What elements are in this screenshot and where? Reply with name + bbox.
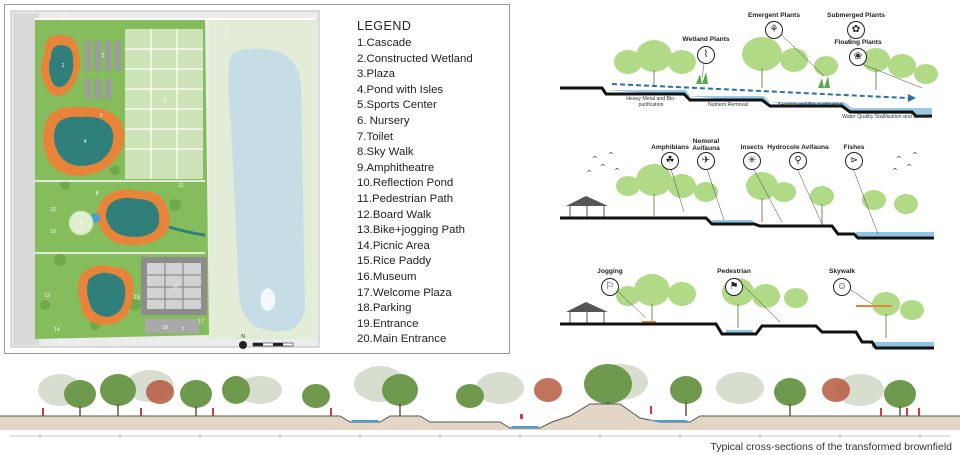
note-water-quality: Water Quality Stablization and Control (842, 114, 930, 120)
habitat-section-drawing (560, 152, 934, 240)
tag-pedestrian: Pedestrian (717, 268, 751, 275)
water-section-drawing (560, 21, 938, 118)
scale-bar (252, 342, 294, 347)
legend-item: 2.Constructed Wetland (357, 52, 473, 65)
museum-building (141, 257, 207, 315)
insect-icon: ✳ (743, 152, 761, 170)
legend-title: LEGEND (357, 19, 412, 33)
plan-label-17: 17 (198, 319, 204, 325)
panorama-caption: Typical cross-sections of the transforme… (710, 441, 952, 453)
plan-label-9: 9 (80, 221, 83, 227)
plan-label-5: 5 (102, 53, 105, 59)
tag-floating-plants: Floating Plants (834, 39, 882, 46)
fish-icon: ⋗ (845, 152, 863, 170)
legend-item: 7.Toilet (357, 130, 394, 143)
frog-icon: ☘ (661, 152, 679, 170)
plan-label-16: 16 (172, 285, 178, 291)
legend-item: 12.Board Walk (357, 208, 432, 221)
tag-fishes: Fishes (843, 144, 865, 151)
water-treatment-section: Wetland Plants ⌇ Emergent Plants ⚘ Subme… (556, 4, 956, 134)
tag-wetland-plants: Wetland Plants (682, 36, 730, 43)
tag-skywalk: Skywalk (828, 268, 856, 275)
weed-icon: ✿ (847, 21, 865, 39)
bird-icon: ✈ (697, 152, 715, 170)
tag-emergent-plants: Emergent Plants (747, 12, 801, 19)
note-nutrient-removal: Nutrient Removal (707, 102, 749, 108)
legend-item: 3.Plaza (357, 68, 395, 81)
plan-label-13: 13 (44, 293, 50, 299)
legend-item: 17.Welcome Plaza (357, 286, 452, 299)
runner-icon: ⚐ (601, 278, 619, 296)
plan-label-19: 19 (60, 13, 66, 19)
legend-item: 6. Nursery (357, 114, 410, 127)
legend-item: 4.Pond with Isles (357, 83, 444, 96)
north-arrow-icon: N (239, 334, 247, 349)
legend-item: 9.Amphitheatre (357, 161, 435, 174)
recreation-section-drawing (560, 274, 934, 350)
plan-label-4: 4 (84, 139, 87, 145)
recreation-section: Jogging ⚐ Pedestrian ⚑ Skywalk ☺ (556, 262, 956, 354)
nursery-grid (125, 29, 203, 179)
legend-item: 11.Pedestrian Path (357, 192, 454, 205)
plan-label-8: 8 (96, 191, 99, 197)
lily-icon: ❀ (849, 48, 867, 66)
plan-label-3: 3 (100, 113, 103, 119)
pond-north (41, 34, 80, 96)
tag-jogging: Jogging (597, 268, 623, 275)
plan-label-18: 18 (162, 325, 168, 331)
masterplan-panel: 1 2 3 4 5 6 7 8 9 10 11 12 13 14 15 16 1… (4, 4, 510, 354)
note-aeration: Aeration and Bio-purification (777, 102, 843, 108)
reed-icon: ⚘ (765, 21, 783, 39)
note-heavy-metal: Heavy Metal and Bio-purification (626, 96, 676, 108)
plan-label-14: 14 (54, 327, 60, 333)
plan-label-1: 1 (62, 63, 65, 69)
legend-item: 1.Cascade (357, 37, 412, 49)
legend-item: 8.Sky Walk (357, 146, 414, 159)
plan-label-7: 7 (182, 327, 185, 333)
masterplan-map: 1 2 3 4 5 6 7 8 9 10 11 12 13 14 15 16 1… (5, 5, 327, 353)
legend-item: 15.Rice Paddy (357, 255, 432, 268)
legend-item: 13.Bike+jogging Path (357, 224, 465, 237)
habitat-section: Amphibians ☘ Nemoral Avifauna ✈ Insects … (556, 138, 956, 248)
legend-item: 19.Entrance (357, 317, 419, 330)
pond-south (78, 265, 134, 325)
grass-icon: ⌇ (697, 46, 715, 64)
legend: LEGEND 1.Cascade 2.Constructed Wetland 3… (357, 19, 507, 348)
plan-label-11: 11 (178, 183, 183, 189)
pond-central-north (43, 106, 125, 176)
tag-insects: Insects (740, 144, 764, 151)
plan-label-15: 15 (134, 295, 140, 301)
plan-label-10: 10 (50, 229, 56, 235)
panorama-section: Typical cross-sections of the transforme… (0, 360, 960, 455)
tag-nemoral-avifauna: Nemoral Avifauna (692, 138, 720, 152)
tag-submerged-plants: Submerged Plants (827, 12, 885, 19)
tag-hydrocole-avifauna: Hydrocole Avifauna (767, 144, 829, 151)
legend-item: 5.Sports Center (357, 99, 437, 112)
north-label: N (241, 334, 245, 340)
walker-icon: ⚑ (725, 278, 743, 296)
legend-item: 18.Parking (357, 302, 412, 315)
legend-item: 14.Picnic Area (357, 239, 430, 252)
lake (209, 19, 317, 339)
pond-central-south (97, 189, 206, 246)
legend-list: 1.Cascade 2.Constructed Wetland 3.Plaza … (357, 36, 507, 348)
person-icon: ☺ (833, 278, 851, 296)
plan-label-2: 2 (226, 29, 229, 35)
panorama-drawing (0, 364, 960, 438)
plan-label-20: 20 (58, 339, 64, 345)
legend-item: 20.Main Entrance (357, 333, 447, 346)
tag-amphibians: Amphibians (651, 144, 689, 151)
plan-label-12: 12 (50, 207, 56, 213)
legend-item: 16.Museum (357, 270, 417, 283)
plan-label-6: 6 (164, 97, 167, 103)
legend-item: 10.Reflection Pond (357, 177, 454, 190)
heron-icon: ⚲ (789, 152, 807, 170)
